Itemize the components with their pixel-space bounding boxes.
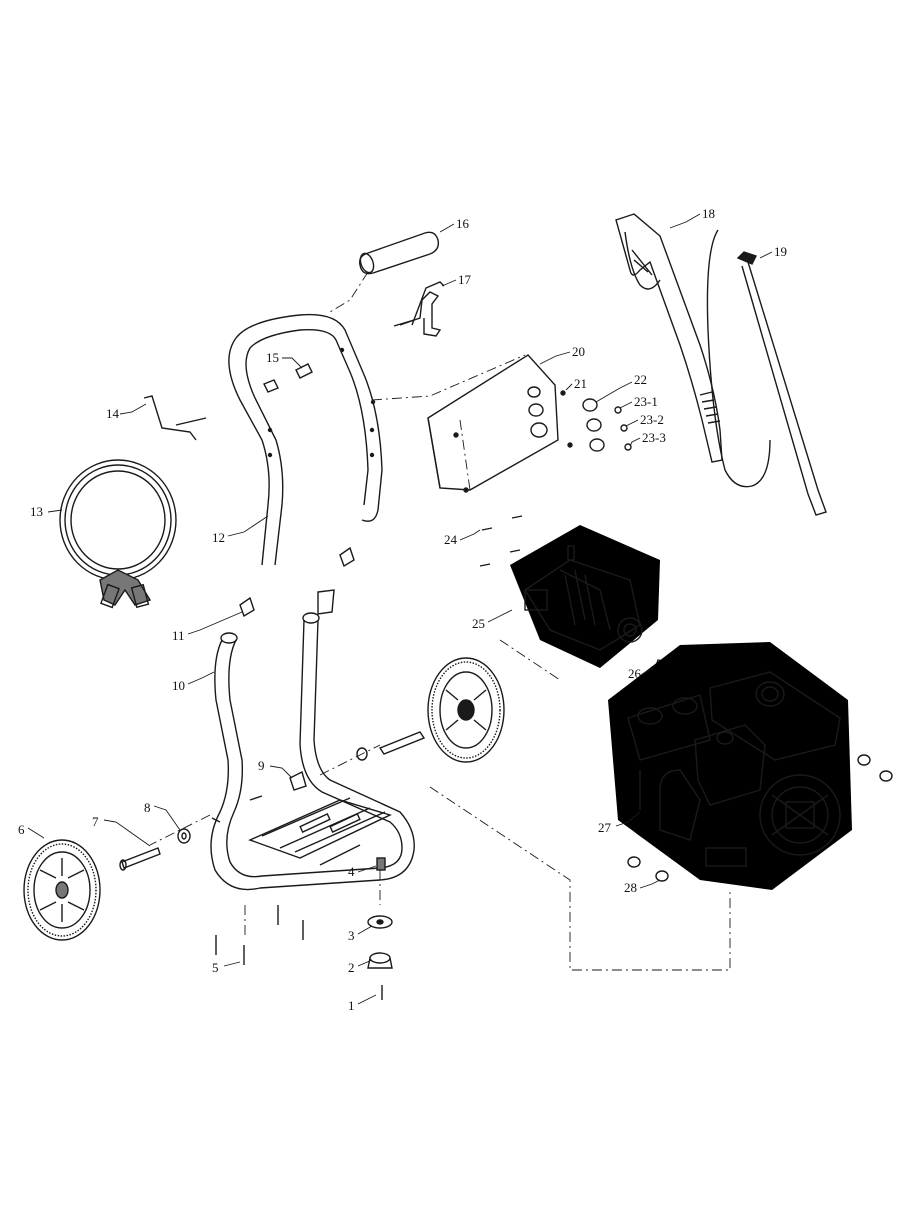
callout-13: 13 [30, 504, 43, 519]
pump-bolts [479, 515, 523, 567]
callout-15: 15 [266, 350, 279, 365]
high-pressure-hose [59, 459, 177, 609]
callout-26: 26 [628, 666, 642, 681]
callout-6: 6 [18, 822, 25, 837]
callout-23-2: 23-2 [640, 412, 664, 427]
spray-gun [615, 213, 723, 463]
engine-nuts [627, 754, 893, 882]
panel-nuts [560, 390, 632, 452]
callout-labels: 1 2 3 4 5 6 7 8 9 10 11 12 13 14 15 16 1… [18, 206, 787, 1013]
lower-frame [210, 546, 415, 891]
callout-21: 21 [574, 376, 587, 391]
base-platform [248, 797, 392, 866]
callout-23-1: 23-1 [634, 394, 658, 409]
base-fasteners [215, 857, 393, 1000]
callout-17: 17 [458, 272, 472, 287]
callout-12: 12 [212, 530, 225, 545]
right-wheel [356, 657, 505, 763]
gun-holder-hook [393, 281, 445, 337]
callout-22: 22 [634, 372, 647, 387]
callout-24: 24 [444, 532, 458, 547]
bracket [249, 770, 307, 801]
callout-16: 16 [456, 216, 470, 231]
callout-18: 18 [702, 206, 715, 221]
callout-9: 9 [258, 758, 265, 773]
callout-25: 25 [472, 616, 485, 631]
axle [119, 847, 161, 871]
callout-3: 3 [348, 928, 355, 943]
engine-group [608, 642, 852, 890]
callout-2: 2 [348, 960, 355, 975]
upper-frame [228, 313, 383, 566]
callout-14: 14 [106, 406, 120, 421]
frame-clips [263, 363, 313, 393]
callout-1: 1 [348, 998, 355, 1013]
control-panel [427, 354, 559, 493]
callout-20: 20 [572, 344, 585, 359]
callout-8: 8 [144, 800, 151, 815]
pump-group [510, 525, 660, 668]
assembly-lines [149, 271, 731, 971]
hose-hanger [143, 395, 207, 441]
axle-spacer [177, 828, 191, 844]
callout-5: 5 [212, 960, 219, 975]
callout-23-3: 23-3 [642, 430, 666, 445]
leader-lines [27, 213, 773, 1005]
callout-28: 28 [624, 880, 637, 895]
callout-4: 4 [348, 864, 355, 879]
callout-11: 11 [172, 628, 185, 643]
handle-grip [358, 231, 440, 275]
callout-19: 19 [774, 244, 787, 259]
callout-10: 10 [172, 678, 185, 693]
callout-7: 7 [92, 814, 99, 829]
left-wheel [23, 839, 101, 941]
spray-wand [706, 229, 827, 516]
callout-27: 27 [598, 820, 612, 835]
